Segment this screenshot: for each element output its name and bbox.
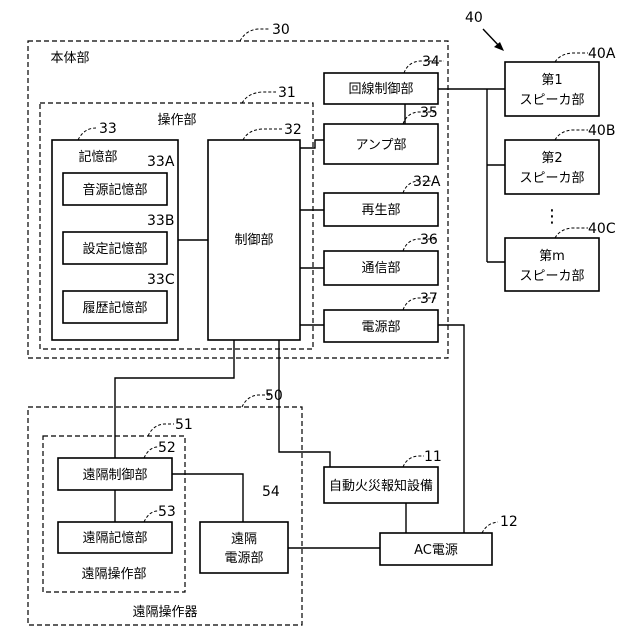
ref-35: 35 [420, 105, 438, 121]
fire-alarm-label: 自動火災報知設備 [329, 478, 433, 494]
ref-53: 53 [158, 504, 176, 520]
main-unit-label: 本体部 [50, 51, 89, 66]
ref-11: 11 [424, 449, 442, 465]
ref-51: 51 [175, 417, 193, 433]
ref-30: 30 [272, 22, 290, 38]
ref-52: 52 [158, 440, 176, 456]
remote-power-label-line2: 電源部 [224, 551, 263, 566]
ref-40B: 40B [588, 123, 615, 139]
remote-power-label-line1: 遠隔 [231, 532, 257, 547]
ref-40C: 40C [588, 221, 616, 237]
amp-label: アンプ部 [355, 138, 406, 153]
remote-storage-label: 遠隔記憶部 [82, 530, 147, 546]
ref-37: 37 [420, 291, 438, 307]
ref-54: 54 [262, 484, 280, 500]
storage-unit-label: 記憶部 [78, 149, 117, 165]
settings-storage-label: 設定記憶部 [82, 241, 147, 257]
speaker-1-label-line1: 第1 [541, 73, 562, 88]
remote-operation-section-label: 遠隔操作部 [81, 566, 146, 582]
history-storage-label: 履歴記憶部 [82, 300, 147, 316]
sound-source-storage-label: 音源記憶部 [82, 182, 147, 198]
remote-control-label: 遠隔制御部 [82, 468, 147, 483]
ref-50: 50 [265, 388, 283, 404]
ref-12: 12 [500, 514, 518, 530]
ref-34: 34 [422, 54, 440, 70]
operation-section-label: 操作部 [157, 112, 196, 128]
ac-power-label: AC電源 [414, 543, 458, 558]
speaker-1-label-line2: スピーカ部 [519, 93, 584, 108]
ref-32A: 32A [413, 174, 441, 190]
ref-33C: 33C [147, 272, 175, 288]
speaker-m-label-line2: スピーカ部 [519, 269, 584, 284]
playback-label: 再生部 [361, 203, 400, 218]
ref-40: 40 [465, 10, 483, 26]
speaker-2-label-line1: 第2 [541, 151, 562, 166]
line-control-label: 回線制御部 [348, 81, 413, 97]
speaker-2-label-line2: スピーカ部 [519, 171, 584, 186]
remote-unit-label: 遠隔操作器 [132, 604, 197, 620]
ref-33B: 33B [147, 213, 174, 229]
communication-label: 通信部 [361, 261, 400, 276]
power-unit-label: 電源部 [361, 320, 400, 335]
ref-33A: 33A [147, 154, 175, 170]
speaker-m-label-line1: 第m [539, 249, 565, 264]
ref-40A: 40A [588, 46, 616, 62]
speaker-ellipsis: ⋮ [543, 206, 561, 227]
ref-32: 32 [284, 122, 302, 138]
ref-36: 36 [420, 232, 438, 248]
reference-arrow-40 [483, 29, 504, 51]
ref-33: 33 [99, 121, 117, 137]
controller-label: 制御部 [234, 233, 273, 248]
ref-31: 31 [278, 85, 296, 101]
